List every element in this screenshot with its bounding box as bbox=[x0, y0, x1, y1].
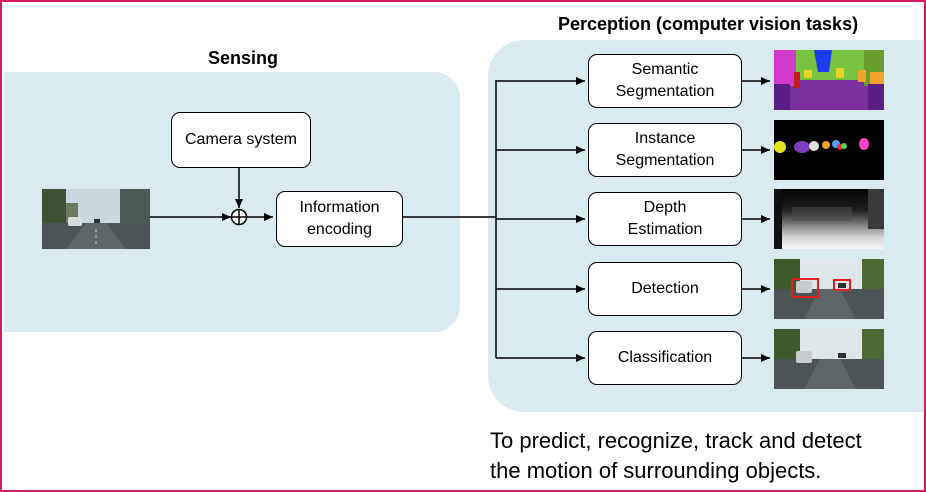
detection-street-scene bbox=[774, 259, 884, 319]
depth-map bbox=[774, 189, 884, 249]
instance-segmentation-map bbox=[774, 120, 884, 180]
caption-text: To predict, recognize, track and detect … bbox=[490, 428, 862, 483]
camera-system-box: Camera system bbox=[171, 112, 311, 168]
classification-street-scene bbox=[774, 329, 884, 389]
detection-box-icon bbox=[833, 279, 851, 291]
sensing-title: Sensing bbox=[208, 48, 279, 68]
task-box-instance-segmentation: Instance Segmentation bbox=[588, 123, 742, 177]
semantic-segmentation-map bbox=[774, 50, 884, 110]
perception-title: Perception (computer vision tasks) bbox=[558, 14, 859, 34]
input-camera-image bbox=[42, 189, 150, 249]
information-encoding-box: Information encoding bbox=[276, 191, 403, 247]
task-box-detection: Detection bbox=[588, 262, 742, 316]
task-box-semantic-segmentation: Semantic Segmentation bbox=[588, 54, 742, 108]
detection-box-icon bbox=[791, 278, 819, 298]
task-box-classification: Classification bbox=[588, 331, 742, 385]
task-box-depth-estimation: Depth Estimation bbox=[588, 192, 742, 246]
sum-node-icon bbox=[230, 208, 248, 226]
